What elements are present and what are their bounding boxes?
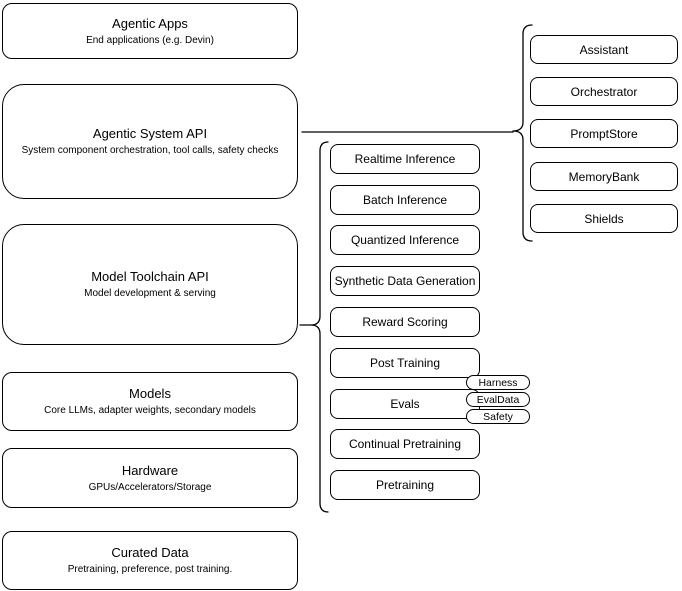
node-title: Hardware (121, 462, 179, 478)
tag-harness: Harness (466, 375, 530, 390)
node-orchestrator: Orchestrator (530, 77, 678, 106)
node-subtitle: System component orchestration, tool cal… (21, 145, 279, 156)
node-batch-inference: Batch Inference (330, 185, 480, 215)
node-title: Model Toolchain API (91, 269, 209, 284)
node-title: Agentic Apps (112, 15, 188, 31)
node-pretraining: Pretraining (330, 470, 480, 500)
node-realtime-inference: Realtime Inference (330, 144, 480, 174)
node-subtitle: End applications (e.g. Devin) (86, 34, 214, 46)
node-quantized-inference: Quantized Inference (330, 225, 480, 255)
node-title: Models (129, 386, 171, 401)
node-evals: Evals (330, 389, 480, 419)
node-continual-pretraining: Continual Pretraining (330, 429, 480, 459)
node-synthetic-data-generation: Synthetic Data Generation (330, 266, 480, 296)
node-reward-scoring: Reward Scoring (330, 307, 480, 337)
node-subtitle: GPUs/Accelerators/Storage (88, 481, 212, 493)
toolchain-brace (310, 141, 329, 513)
node-subtitle: Core LLMs, adapter weights, secondary mo… (44, 405, 256, 416)
system-components-brace (512, 24, 533, 242)
node-subtitle: Pretraining, preference, post training. (67, 564, 233, 575)
tag-safety: Safety (466, 409, 530, 424)
tag-evaldata: EvalData (466, 392, 530, 407)
node-promptstore: PromptStore (530, 119, 678, 148)
node-title: Agentic System API (92, 126, 208, 141)
node-curated-data: Curated Data Pretraining, preference, po… (2, 531, 298, 590)
node-model-toolchain-api: Model Toolchain API Model development & … (2, 224, 298, 345)
node-shields: Shields (530, 204, 678, 233)
node-memorybank: MemoryBank (530, 162, 678, 191)
node-title: Curated Data (111, 545, 189, 560)
node-subtitle: Model development & serving (84, 288, 216, 299)
node-assistant: Assistant (530, 35, 678, 64)
node-models: Models Core LLMs, adapter weights, secon… (2, 372, 298, 431)
node-agentic-system-api: Agentic System API System component orch… (2, 84, 298, 199)
node-agentic-apps: Agentic Apps End applications (e.g. Devi… (2, 3, 298, 59)
node-hardware: Hardware GPUs/Accelerators/Storage (2, 448, 298, 508)
node-post-training: Post Training (330, 348, 480, 378)
